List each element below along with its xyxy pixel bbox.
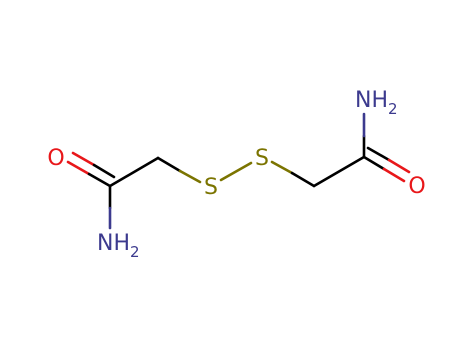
amine-label-right: NH2 [355,88,398,118]
bond-right-carbonyl-c-1 [362,155,386,171]
bond-right-carbonyl-c-2 [366,146,391,162]
amine-label-right-text: NH [355,88,388,113]
bond-left-carbonyl-c-1 [87,172,112,188]
bond-right-ch2-c [312,155,366,188]
bond-s-s [219,161,253,182]
bond-right-carbonyl-o-1 [382,167,406,183]
bond-left-c-ch2 [108,156,160,188]
atom-labels: O NH2 S S NH2 O [47,88,425,261]
bond-left-carbonyl-c-2 [92,163,116,179]
amine-label-left-text: NH [97,231,130,256]
bonds [66,112,411,230]
sulfur-label-left: S [204,175,218,200]
oxygen-label-left: O [47,146,64,171]
bond-left-ch2-s-s [178,169,202,184]
bond-right-s-ch2-c [290,171,316,188]
oxygen-label-right: O [408,174,425,199]
amine-label-left: NH2 [97,231,140,261]
bond-left-carbonyl-o-2 [71,151,96,167]
bond-right-carbonyl-o-2 [387,158,411,174]
amine-label-right-subscript: 2 [388,100,398,118]
amine-label-left-subscript: 2 [130,243,140,261]
bond-left-carbonyl-o-1 [66,160,91,176]
bond-right-s-ch2-s [270,160,294,175]
bond-left-ch2-s-c [156,156,182,173]
sulfur-label-right: S [255,146,269,171]
